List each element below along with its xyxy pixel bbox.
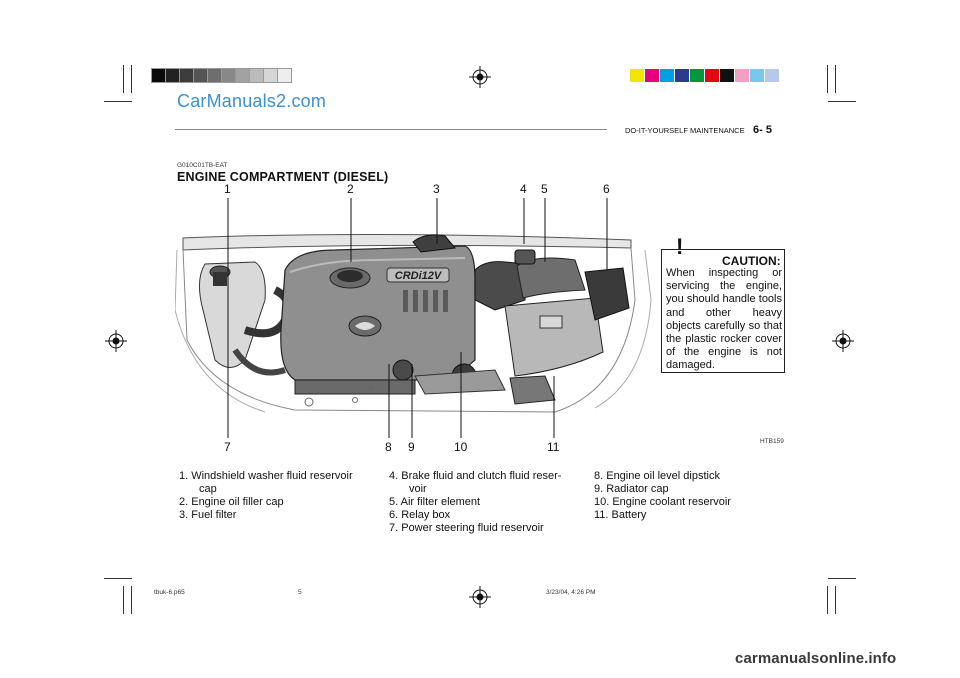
footer-page: 5	[298, 589, 302, 596]
callout-number: 3	[433, 182, 440, 196]
callout-number: 9	[408, 440, 415, 454]
figure-image-ref: HTB159	[760, 438, 784, 445]
caution-text: When inspecting or servicing the engine,…	[666, 267, 782, 372]
warning-icon: !	[676, 234, 684, 259]
crop-mark	[835, 65, 836, 93]
crop-mark	[123, 65, 124, 93]
crop-mark	[827, 65, 828, 93]
registration-mark-icon	[832, 330, 854, 352]
callout-number: 11	[547, 440, 560, 454]
crop-mark	[835, 586, 836, 614]
callout-number: 7	[224, 440, 231, 454]
color-swatch	[660, 69, 674, 82]
page-header: DO-IT-YOURSELF MAINTENANCE 6- 5	[625, 120, 772, 138]
header-rule	[175, 129, 607, 130]
legend-column-3: 8. Engine oil level dipstick 9. Radiator…	[594, 470, 754, 522]
callout-number: 4	[520, 182, 527, 196]
registration-mark-icon	[105, 330, 127, 352]
gray-swatch	[249, 68, 264, 83]
color-swatch	[765, 69, 779, 82]
figure-title: ENGINE COMPARTMENT (DIESEL)	[177, 170, 389, 184]
legend-item: 9. Radiator cap	[594, 483, 669, 495]
gray-swatch	[235, 68, 250, 83]
legend-column-2: 4. Brake fluid and clutch fluid reser- v…	[389, 470, 579, 535]
gray-swatch	[151, 68, 166, 83]
color-swatch	[750, 69, 764, 82]
color-swatch	[720, 69, 734, 82]
legend-item: 4. Brake fluid and clutch fluid reser- v…	[389, 470, 562, 495]
color-swatch	[675, 69, 689, 82]
footer-filename: tbuk-6.p65	[154, 589, 185, 596]
engine-badge-text: CRDi12V	[395, 270, 443, 282]
legend-column-1: 1. Windshield washer fluid reservoir cap…	[179, 470, 369, 522]
callout-number: 6	[603, 182, 610, 196]
callout-number: 5	[541, 182, 548, 196]
crop-mark	[828, 578, 856, 579]
gray-swatch	[179, 68, 194, 83]
legend-item: 10. Engine coolant reservoir	[594, 496, 731, 508]
crop-mark	[827, 586, 828, 614]
footer-watermark[interactable]: carmanualsonline.info	[735, 650, 897, 667]
crop-mark	[131, 65, 132, 93]
caution-box: ! CAUTION: When inspecting or servicing …	[661, 234, 785, 373]
legend-item: 5. Air filter element	[389, 496, 481, 508]
callout-number: 8	[385, 440, 392, 454]
gray-swatch	[263, 68, 278, 83]
legend-item: 1. Windshield washer fluid reservoir cap	[179, 470, 353, 495]
callout-number: 10	[454, 440, 468, 454]
footer-date: 3/23/04, 4:26 PM	[546, 589, 596, 596]
legend-item: 11. Battery	[594, 509, 647, 521]
callout-number: 1	[224, 182, 231, 196]
legend-item: 8. Engine oil level dipstick	[594, 470, 720, 482]
page-number: 6- 5	[753, 124, 773, 136]
gray-swatch	[221, 68, 236, 83]
section-title: DO-IT-YOURSELF MAINTENANCE	[625, 126, 745, 135]
legend-item: 2. Engine oil filler cap	[179, 496, 284, 508]
gray-swatch	[165, 68, 180, 83]
crop-mark	[104, 101, 132, 102]
registration-mark-icon	[469, 586, 491, 608]
crop-mark	[104, 578, 132, 579]
callout-number: 2	[347, 182, 354, 196]
color-swatch	[645, 69, 659, 82]
color-swatch	[735, 69, 749, 82]
watermark-top[interactable]: CarManuals2.com	[177, 91, 327, 111]
crop-mark	[828, 101, 856, 102]
legend-item: 6. Relay box	[389, 509, 451, 521]
legend-item: 7. Power steering fluid reservoir	[389, 522, 544, 534]
gray-swatch	[193, 68, 208, 83]
color-swatch	[705, 69, 719, 82]
caution-title: CAUTION:	[722, 254, 781, 268]
crop-mark	[123, 586, 124, 614]
figure-code: G010C01TB-EAT	[177, 162, 228, 169]
registration-mark-icon	[469, 66, 491, 88]
crop-mark	[131, 586, 132, 614]
gray-swatch	[207, 68, 222, 83]
color-swatch	[690, 69, 704, 82]
engine-compartment-illustration: CRDi12V	[175, 233, 652, 413]
legend-item: 3. Fuel filter	[179, 509, 237, 521]
gray-swatch	[277, 68, 292, 83]
color-swatch	[630, 69, 644, 82]
